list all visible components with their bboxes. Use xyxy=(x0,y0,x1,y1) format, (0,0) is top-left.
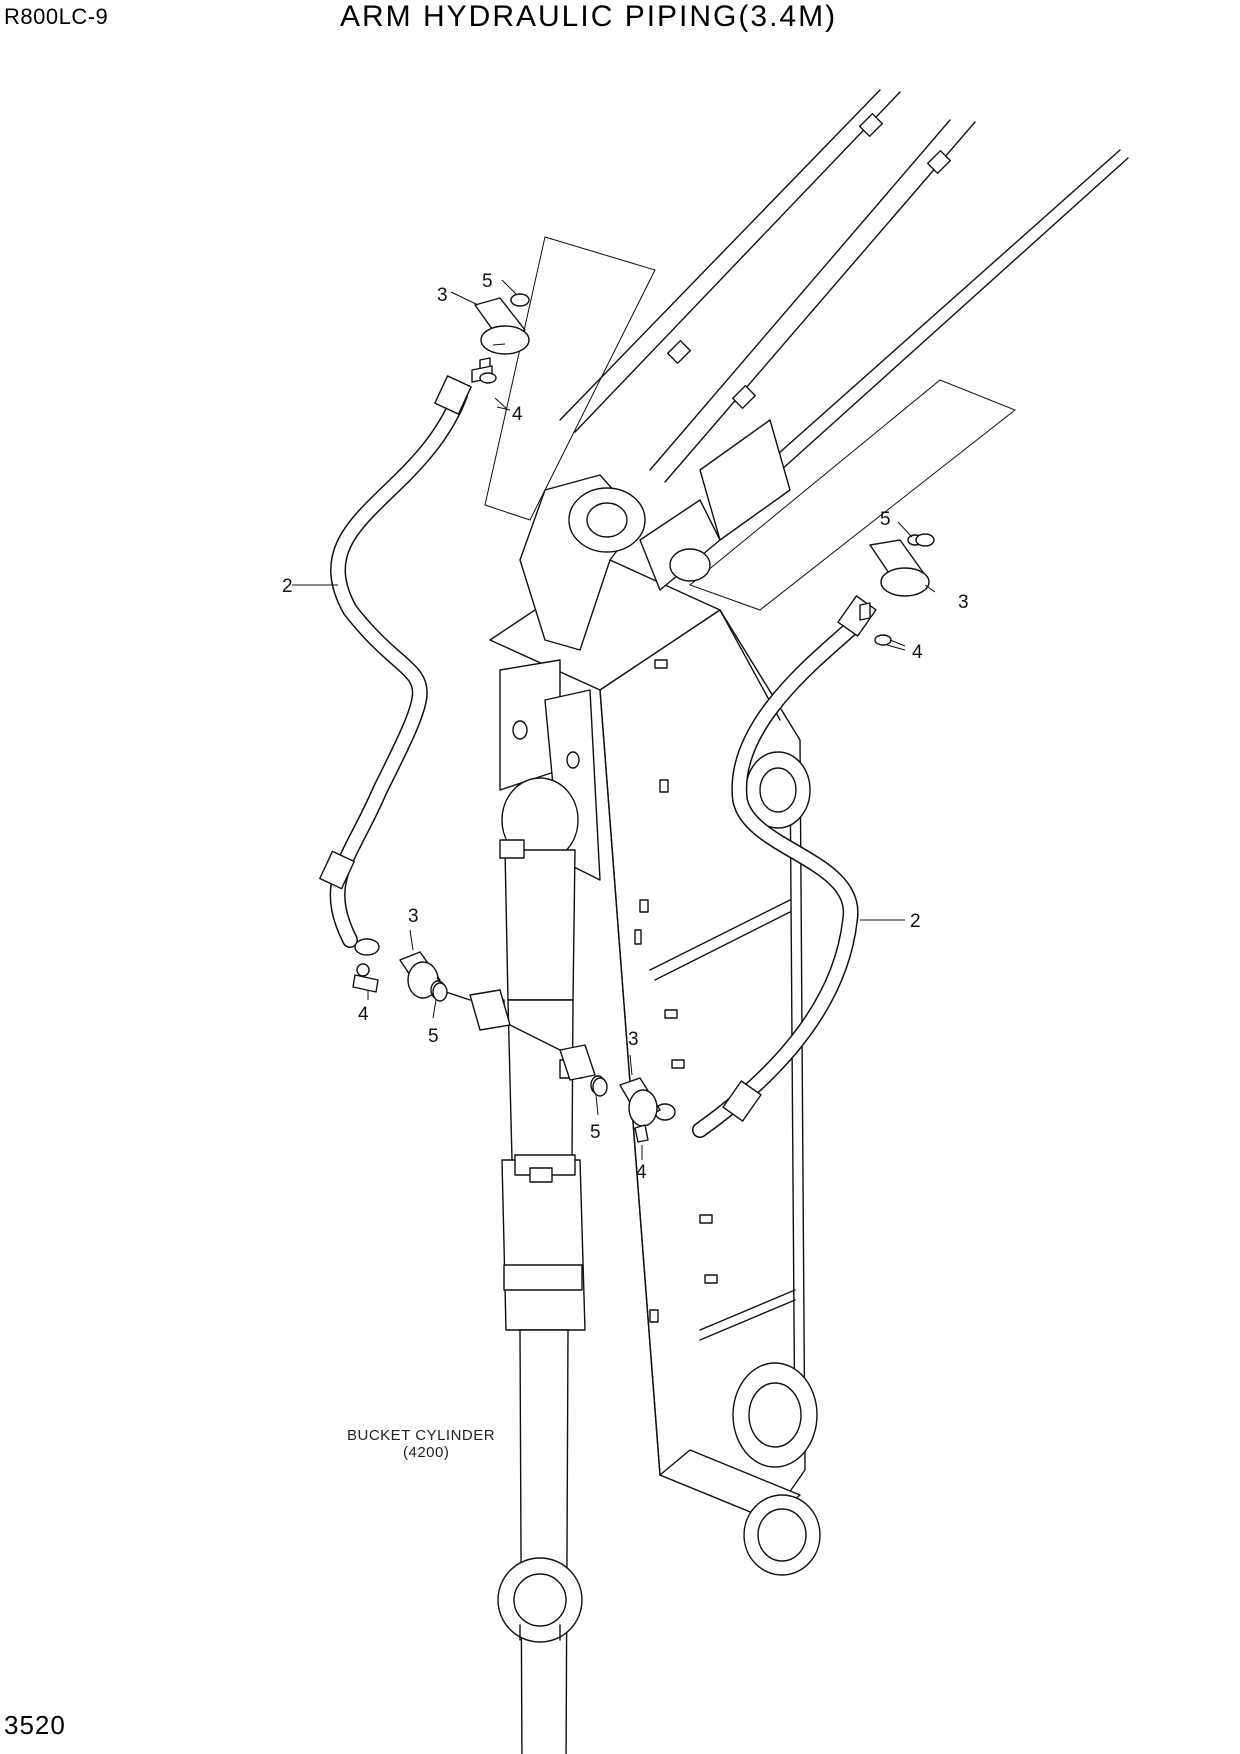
bucket-cylinder-note: BUCKET CYLINDER (4200) xyxy=(347,1427,495,1461)
model-number: R800LC-9 xyxy=(4,4,109,29)
callout-4-mid-right: 4 xyxy=(636,1162,647,1183)
o-ring-icon xyxy=(510,293,530,307)
callout-4-top-right: 4 xyxy=(912,642,923,663)
fitting-group-top-right xyxy=(859,534,930,651)
callout-5-mid-left: 5 xyxy=(428,1026,439,1047)
note-line-2: (4200) xyxy=(403,1444,449,1461)
fitting-group-top-left xyxy=(471,294,530,411)
hose-2-left xyxy=(319,375,472,956)
callout-5-top-left: 5 xyxy=(482,271,493,292)
callout-labels: 2 2 3 3 3 3 4 4 4 4 5 5 5 5 xyxy=(282,271,969,1183)
callout-3-top-right: 3 xyxy=(958,592,969,613)
o-ring-icon xyxy=(432,982,448,1002)
callout-3-mid-left: 3 xyxy=(408,906,419,927)
boom-pipes xyxy=(559,89,1129,483)
callout-2-upper: 2 xyxy=(282,576,293,597)
leader-lines xyxy=(292,279,936,921)
clamp-bracket xyxy=(439,989,596,1081)
reference-panel-left xyxy=(484,236,656,521)
reference-panel-right xyxy=(688,379,1016,611)
callout-4-top-left: 4 xyxy=(512,404,523,425)
note-line-1: BUCKET CYLINDER xyxy=(347,1427,495,1444)
arm-top-bracket xyxy=(519,419,791,651)
callout-4-mid-left: 4 xyxy=(358,1004,369,1025)
callout-3-top-left: 3 xyxy=(437,285,448,306)
callout-2-lower: 2 xyxy=(910,911,921,932)
callout-5-top-right: 5 xyxy=(880,509,891,530)
page-number: 3520 xyxy=(4,1710,66,1740)
page-title: ARM HYDRAULIC PIPING(3.4M) xyxy=(340,0,838,33)
callout-3-mid-right: 3 xyxy=(628,1029,639,1050)
callout-5-mid-right: 5 xyxy=(590,1122,601,1143)
o-ring-icon xyxy=(592,1077,608,1097)
o-ring-icon xyxy=(915,533,935,547)
bucket-cylinder xyxy=(479,777,586,1754)
arm-structure xyxy=(489,559,821,1576)
